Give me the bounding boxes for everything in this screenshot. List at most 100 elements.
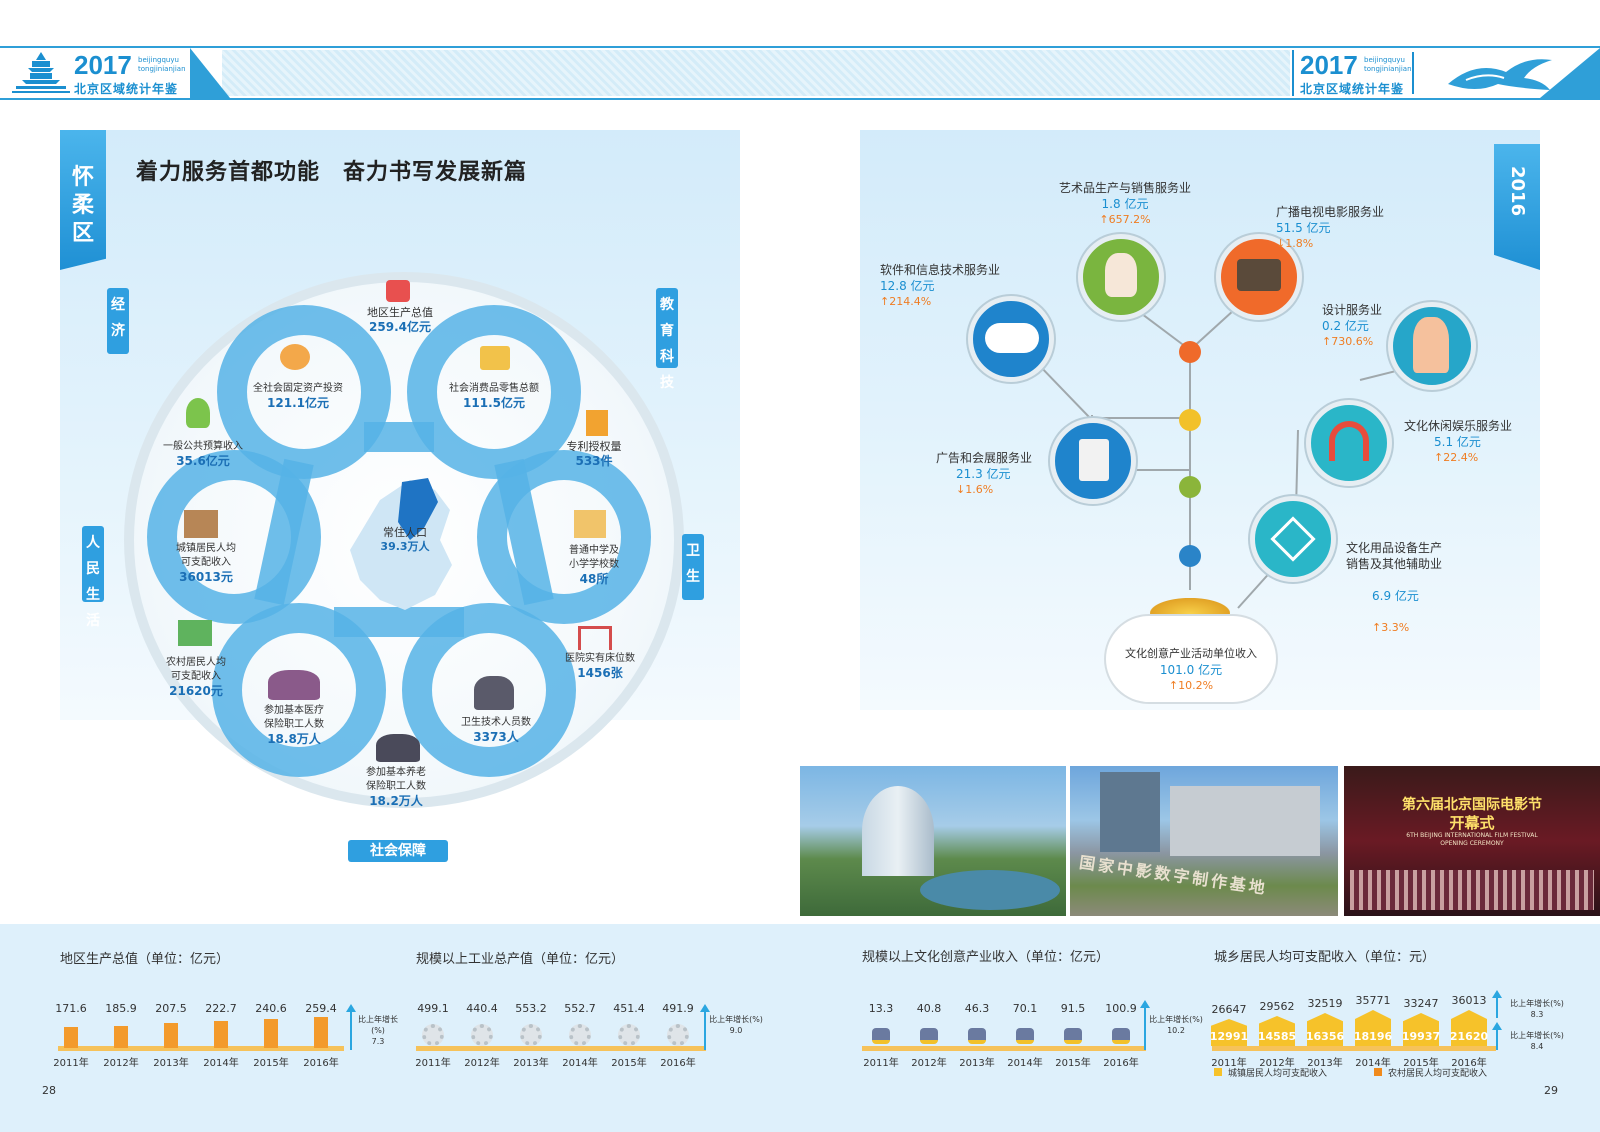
income-urban-label: 33247	[1403, 997, 1439, 1010]
photo-film-festival: 第六届北京国际电影节 开幕式 6TH BEIJING INTERNATIONAL…	[1344, 766, 1600, 916]
branch-leisure-value: 5.1 亿元	[1434, 435, 1481, 449]
gdp-baseline	[58, 1046, 344, 1051]
root-growth: ↑10.2%	[1168, 679, 1214, 692]
temple-of-heaven-icon	[12, 52, 70, 93]
stat-beds-label: 医院实有床位数	[565, 653, 635, 664]
brand-title-right: 北京区域统计年鉴	[1300, 82, 1405, 96]
income-year-label: 2014年	[1355, 1058, 1391, 1069]
industry-value-label: 440.4	[466, 1002, 498, 1015]
design-node	[1388, 302, 1476, 390]
year-tag: 2016	[1507, 166, 1528, 217]
income-year-label: 2016年	[1451, 1058, 1487, 1069]
culture-value-label: 40.8	[916, 1002, 942, 1015]
film-base-sign: 国家中影数字制作基地	[1078, 852, 1269, 898]
center-stat: 常住人口 39.3万人	[355, 526, 455, 554]
branch-leisure: 文化休闲娱乐服务业 5.1 亿元 ↑22.4%	[1404, 418, 1512, 466]
culture-baseline	[862, 1046, 1146, 1051]
phoenix-icon	[1448, 59, 1552, 90]
industry-year-label: 2015年	[611, 1058, 647, 1069]
broadcast-node	[1216, 234, 1302, 320]
festival-en2: OPENING CEREMONY	[1440, 840, 1504, 847]
branch-broadcast-value: 51.5 亿元	[1276, 221, 1331, 235]
sunrise-hotel-building	[862, 786, 934, 876]
art-node	[1078, 234, 1164, 320]
page-number-left: 28	[42, 1084, 56, 1097]
building-left	[1100, 772, 1160, 852]
center-value: 39.3万人	[380, 540, 430, 553]
branch-supplies-value: 6.9 亿元	[1372, 589, 1419, 603]
income-year-label: 2015年	[1403, 1058, 1439, 1069]
income-growth-value-2: 8.4	[1530, 1042, 1544, 1051]
branch-software-value: 12.8 亿元	[880, 279, 935, 293]
culture-value-label: 13.3	[868, 1002, 894, 1015]
gdp-year-label: 2015年	[253, 1058, 289, 1069]
brand-title: 北京区域统计年鉴	[74, 82, 179, 96]
root-label: 文化创意产业活动单位收入	[1125, 647, 1257, 660]
gdp-chart-title: 地区生产总值（单位：亿元）	[60, 952, 230, 967]
income-growth-arrow-2	[1492, 1022, 1502, 1050]
retail-icon	[480, 346, 510, 370]
tag-health: 卫生	[682, 534, 704, 600]
brand-right-divider	[1292, 50, 1294, 96]
stat-retail-label: 社会消费品零售总额	[449, 383, 539, 394]
school-icon	[574, 510, 606, 538]
culture-year-label: 2013年	[959, 1058, 995, 1069]
branch-design-value: 0.2 亿元	[1322, 319, 1369, 333]
gdp-value-label: 171.6	[55, 1002, 87, 1015]
culture-value-label: 100.9	[1105, 1002, 1137, 1015]
culture-year-label: 2012年	[911, 1058, 947, 1069]
designer-icon	[1413, 317, 1449, 373]
district-ribbon: 怀柔区	[60, 130, 106, 270]
income-hex-mark	[1355, 1010, 1391, 1046]
branch-advert-growth: ↓1.6%	[956, 483, 994, 496]
advert-node	[1050, 418, 1136, 504]
tv-icon	[1237, 259, 1281, 291]
page-number-right: 29	[1544, 1084, 1558, 1097]
branch-design-growth: ↑730.6%	[1322, 335, 1374, 348]
festival-subtitle: 开幕式	[1449, 814, 1495, 832]
root-stat: 文化创意产业活动单位收入 101.0 亿元 ↑10.2%	[1110, 646, 1272, 694]
city-house-icon	[184, 510, 218, 538]
income-hex-mark	[1451, 1010, 1487, 1046]
stat-patents-label: 专利授权量	[566, 440, 622, 453]
branch-advert: 广告和会展服务业 21.3 亿元 ↓1.6%	[936, 450, 1032, 498]
tablet-icon	[1079, 439, 1109, 481]
stat-gdp-label: 地区生产总值	[367, 306, 433, 319]
branch-supplies-label: 文化用品设备生产 销售及其他辅助业	[1346, 541, 1443, 571]
legend-rural-label: 农村居民人均可支配收入	[1388, 1069, 1488, 1079]
industry-gear-mark	[667, 1024, 689, 1046]
festival-title: 第六届北京国际电影节	[1402, 797, 1542, 813]
culture-coin-mark	[920, 1028, 938, 1044]
legend-urban-label: 城镇居民人均可支配收入	[1228, 1069, 1328, 1079]
stat-rural-income-value: 21620元	[169, 684, 223, 698]
cloud-icon	[985, 323, 1039, 353]
income-rural-label: 12991	[1209, 1030, 1249, 1043]
gdp-bar	[264, 1019, 278, 1048]
income-rural-label: 18196	[1353, 1030, 1393, 1043]
year-ribbon: 2016	[1494, 144, 1540, 270]
festival-en1: 6TH BEIJING INTERNATIONAL FILM FESTIVAL	[1406, 832, 1538, 839]
gdp-year-label: 2014年	[203, 1058, 239, 1069]
stat-urban-income-label: 城镇居民人均 可支配收入	[176, 543, 236, 568]
gdp-bar	[164, 1023, 178, 1048]
income-urban-label: 32519	[1307, 997, 1343, 1010]
income-growth-2: 比上年增长(%)8.4	[1502, 1030, 1572, 1052]
culture-coin-mark	[968, 1028, 986, 1044]
root-cloud	[1106, 616, 1276, 702]
building-right	[1170, 786, 1320, 856]
industry-growth: 比上年增长(%)9.0	[708, 1014, 764, 1036]
industry-gear-mark	[618, 1024, 640, 1046]
branch-art-label: 艺术品生产与销售服务业	[1058, 181, 1191, 195]
gdp-growth: 比上年增长(%)7.3	[354, 1014, 402, 1047]
industry-value-label: 451.4	[613, 1002, 645, 1015]
branch-leisure-growth: ↑22.4%	[1434, 451, 1479, 464]
industry-gear-mark	[520, 1024, 542, 1046]
branch-advert-label: 广告和会展服务业	[936, 451, 1033, 465]
gdp-bar	[114, 1026, 128, 1048]
